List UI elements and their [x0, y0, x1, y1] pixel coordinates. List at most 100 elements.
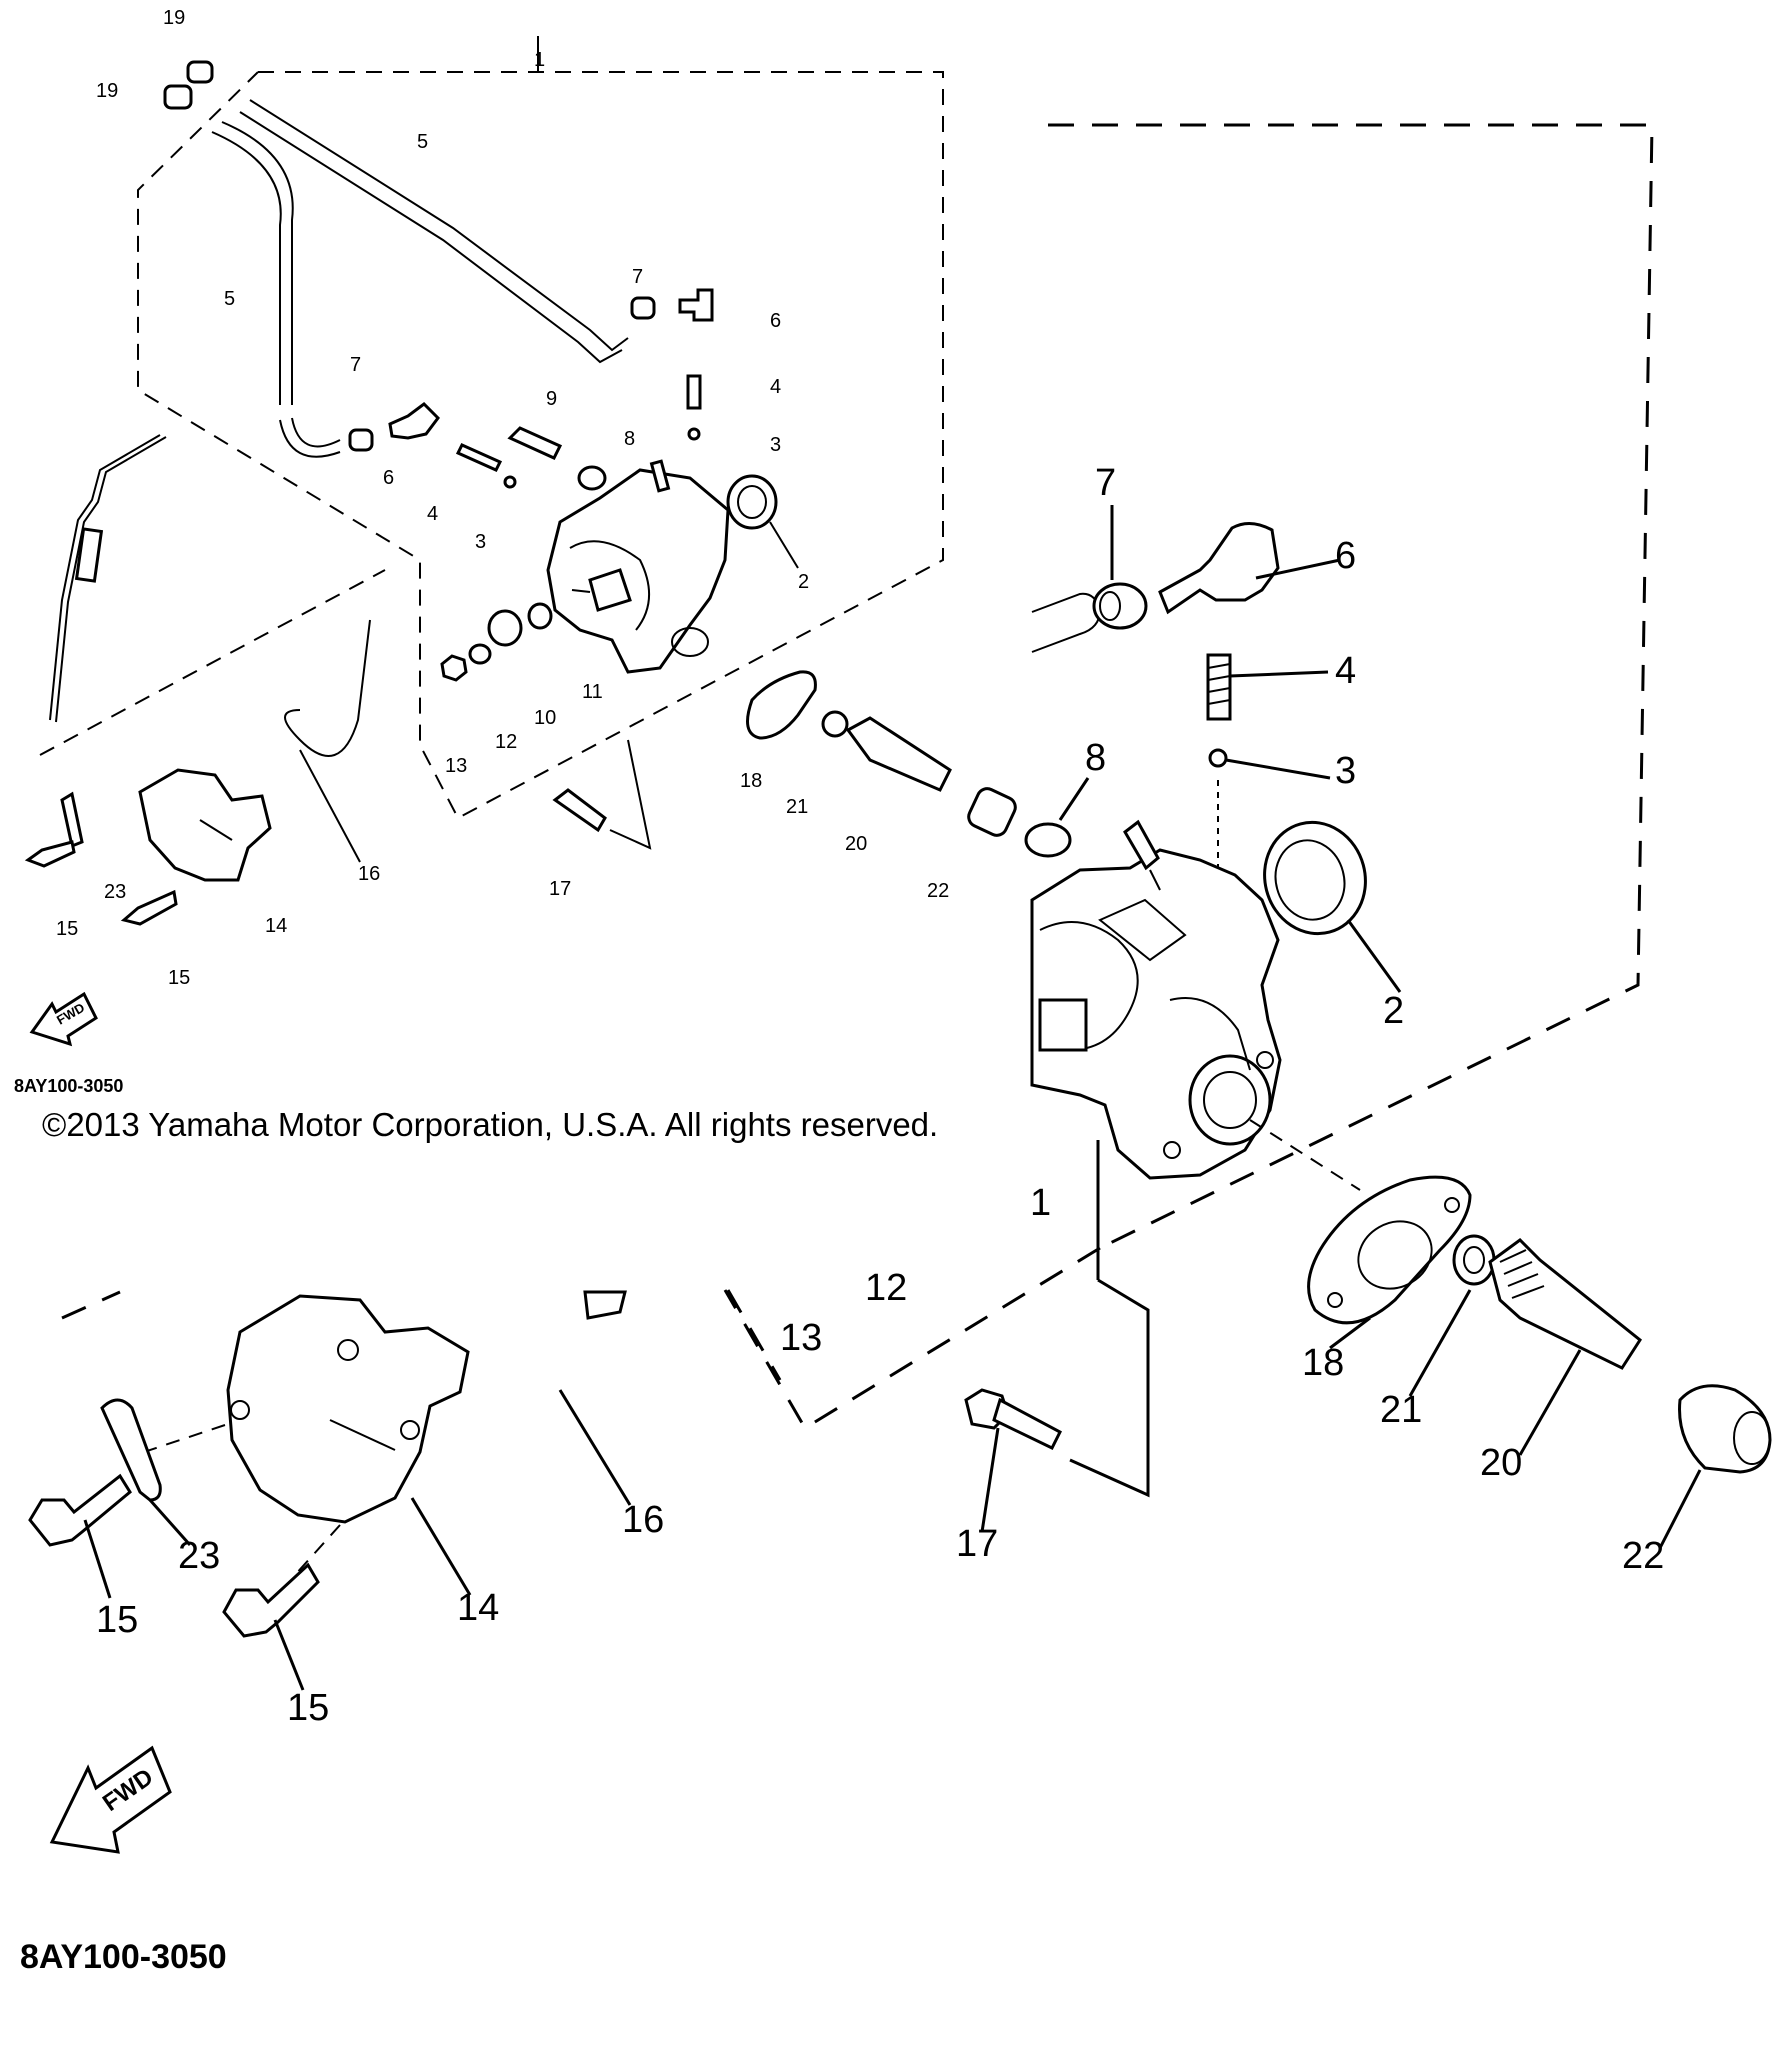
- small-view-callout-3: 3: [475, 531, 486, 553]
- washer-8: [577, 465, 607, 491]
- ball-3: [1208, 748, 1228, 768]
- bushing-22: [1678, 1384, 1772, 1474]
- plate-23: [60, 791, 84, 849]
- gasket-18: [746, 670, 817, 740]
- elbow-6a: [678, 288, 714, 322]
- large-view-callout-18: 18: [1302, 1342, 1344, 1384]
- hose-upper: [249, 99, 629, 352]
- bolt-17: [964, 1388, 1062, 1450]
- shaft-20: [1488, 1238, 1642, 1370]
- small-view-callout-6: 6: [383, 467, 394, 489]
- large-view-callout-14: 14: [457, 1587, 499, 1629]
- small-view-callout-12: 12: [495, 731, 517, 753]
- large-view-callout-13: 13: [780, 1317, 822, 1359]
- fwd-arrow-icon: FWD: [49, 1745, 172, 1854]
- elbow-6: [1158, 522, 1280, 615]
- small-view-callout-15: 15: [56, 918, 78, 940]
- cap-19a: [186, 60, 214, 84]
- small-view-callout-1: 1: [534, 49, 545, 71]
- hose-end: [1031, 592, 1102, 653]
- plate-23: [100, 1398, 162, 1502]
- small-view-callout-3: 3: [770, 434, 781, 456]
- small-part-code: 8AY100-3050: [14, 1076, 123, 1096]
- small-view-callout-15: 15: [168, 967, 190, 989]
- large-view-callout-4: 4: [1335, 650, 1356, 692]
- large-view-callout-21: 21: [1380, 1389, 1422, 1431]
- copyright-notice: ©2013 Yamaha Motor Corporation, U.S.A. A…: [42, 1106, 939, 1143]
- pump-body: [1030, 819, 1282, 1180]
- small-view-callout-5: 5: [417, 131, 428, 153]
- small-view-callout-14: 14: [265, 915, 287, 937]
- large-view: FWD 8AY100-3050 123467812131415151617182…: [20, 123, 1772, 1976]
- small-view-callout-19: 19: [96, 80, 118, 102]
- bushing-22: [967, 787, 1017, 837]
- hose-left-2: [211, 131, 282, 405]
- small-view-callout-23: 23: [104, 881, 126, 903]
- small-view-callout-6: 6: [770, 310, 781, 332]
- large-view-callout-1: 1: [1030, 1182, 1051, 1224]
- large-view-callout-15: 15: [96, 1599, 138, 1641]
- large-assembly-boundary: [1048, 123, 1654, 1250]
- small-view-callout-18: 18: [740, 770, 762, 792]
- bolt-17: [552, 788, 607, 833]
- cable-16: [284, 619, 371, 757]
- cover-14: [226, 1294, 470, 1524]
- small-view-callout-7: 7: [632, 266, 643, 288]
- hose-bend: [279, 417, 341, 458]
- bolt-15b: [222, 1562, 320, 1638]
- clamp-7a: [630, 296, 656, 320]
- small-view-callout-16: 16: [358, 863, 380, 885]
- bolt-9: [507, 426, 563, 460]
- large-view-callout-20: 20: [1480, 1442, 1522, 1484]
- fwd-arrow-icon-small: FWD: [29, 991, 98, 1047]
- washer-12: [468, 643, 492, 665]
- cable: [49, 434, 161, 721]
- hose-upper-2: [239, 111, 623, 364]
- small-view: FWD 8AY100-3050 123344556677891011121314…: [14, 7, 1017, 1096]
- small-view-callout-22: 22: [927, 880, 949, 902]
- spring-4: [1206, 653, 1232, 721]
- washer-21: [821, 710, 849, 738]
- small-view-callout-19: 19: [163, 7, 185, 29]
- pump-body: [546, 468, 730, 674]
- large-view-callout-16: 16: [622, 1499, 664, 1541]
- small-view-callout-20: 20: [845, 833, 867, 855]
- large-part-code: 8AY100-3050: [20, 1938, 227, 1976]
- disc-10: [487, 609, 523, 647]
- large-view-callout-17: 17: [956, 1523, 998, 1565]
- bolt-15a: [28, 1473, 132, 1547]
- small-view-callout-4: 4: [427, 503, 438, 525]
- small-view-callout-11: 11: [582, 681, 603, 703]
- seal-2: [726, 474, 778, 530]
- hose-left: [221, 121, 294, 405]
- small-view-callout-2: 2: [798, 571, 809, 593]
- cover-14: [138, 768, 272, 882]
- large-view-callout-2: 2: [1383, 990, 1404, 1032]
- small-view-callout-5: 5: [224, 288, 235, 310]
- small-view-callout-4: 4: [770, 376, 781, 398]
- assembly-boundary: [137, 71, 944, 820]
- large-view-callout-3: 3: [1335, 750, 1356, 792]
- shaft-20: [845, 716, 952, 792]
- large-view-callout-22: 22: [1622, 1535, 1664, 1577]
- ball-3a: [687, 427, 701, 441]
- large-view-callout-8: 8: [1085, 737, 1106, 779]
- elbow-6b: [388, 402, 440, 440]
- large-view-callout-7: 7: [1095, 462, 1116, 504]
- large-view-callout-6: 6: [1335, 535, 1356, 577]
- clamp-7b: [348, 428, 374, 452]
- small-view-callout-7: 7: [350, 354, 361, 376]
- bolt-15b: [120, 889, 178, 926]
- washer-8: [1024, 822, 1072, 858]
- spring-4a: [686, 374, 702, 410]
- bolt-15a: [24, 840, 76, 868]
- small-view-callout-21: 21: [786, 796, 808, 818]
- small-view-callout-17: 17: [549, 878, 571, 900]
- small-view-callout-10: 10: [534, 707, 556, 729]
- cap-19b: [163, 84, 193, 110]
- large-view-callout-12: 12: [865, 1267, 907, 1309]
- cover-boundary: [39, 569, 386, 756]
- small-view-callout-13: 13: [445, 755, 467, 777]
